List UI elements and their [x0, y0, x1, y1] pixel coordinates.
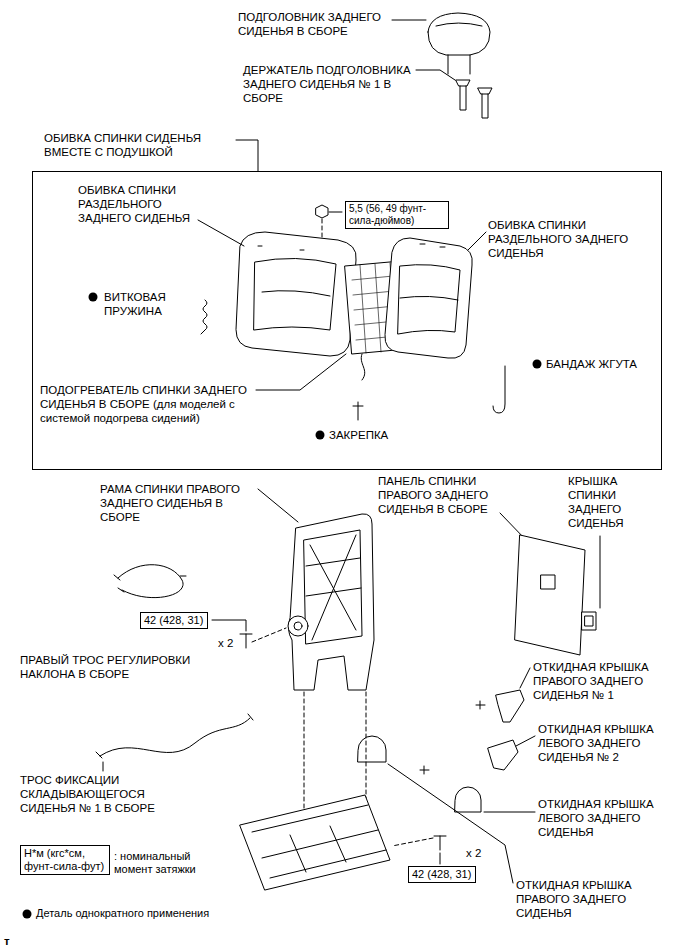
headrest-drawing	[428, 13, 490, 55]
torque-value: Н*м (кгс*см, фунт-сила-фут)	[24, 847, 106, 873]
screw-drawing	[476, 701, 485, 709]
part-name: ЗАКРЕПКА	[329, 428, 409, 442]
single-use-dot	[89, 293, 98, 302]
holder-drawing	[456, 80, 492, 118]
single-use-dot	[533, 360, 542, 369]
heater-wire	[361, 354, 365, 380]
seat-base-detail	[252, 805, 386, 878]
legend-text: : номинальный момент затяжки	[114, 850, 214, 876]
single-use-dot	[316, 431, 325, 440]
torque-box: 5,5 (56, 49 фунт-сила-дюймов)	[345, 201, 449, 229]
part-name: ПОДГОЛОВНИК ЗАДНЕГО СИДЕНЬЯ В СБОРЕ	[238, 10, 408, 38]
part-name: КРЫШКА СПИНКИ ЗАДНЕГО СИДЕНЬЯ	[568, 474, 643, 530]
back-panel-drawing	[515, 535, 585, 655]
part-name: ОБИВКА СПИНКИ РАЗДЕЛЬНОГО ЗАДНЕГО СИДЕНЬ…	[78, 183, 203, 225]
seatback-cover-pattern	[398, 244, 460, 334]
back-cover-drawing	[582, 612, 596, 630]
torque-value: 5,5 (56, 49 фунт-сила-дюймов)	[349, 203, 445, 227]
part-name: ПРАВЫЙ ТРОС РЕГУЛИРОВКИ НАКЛОНА В СБОРЕ	[20, 653, 210, 681]
hinge-cover-drawing	[496, 690, 524, 722]
lock-cable-drawing	[100, 718, 250, 756]
leader-line	[468, 232, 486, 250]
nut-drawing	[316, 205, 328, 218]
screw-drawing	[420, 766, 429, 774]
clip-drawing	[353, 402, 363, 420]
assembly-line	[252, 628, 286, 642]
seatback-cover-drawing	[236, 232, 356, 356]
single-use-dot	[23, 910, 32, 919]
leader-line	[258, 489, 298, 522]
leader-line	[212, 620, 246, 631]
cable-end	[96, 714, 253, 758]
part-name: ОТКИДНАЯ КРЫШКА ЛЕВОГО ЗАДНЕГО СИДЕНЬЯ №…	[538, 722, 673, 764]
leader-line	[416, 70, 455, 80]
seat-frame-detail	[304, 530, 362, 644]
assembly-line	[304, 692, 366, 812]
recliner-drawing	[288, 616, 308, 636]
torque-box: 42 (428, 31)	[140, 612, 208, 629]
spring-drawing	[201, 300, 207, 334]
leader-line	[520, 668, 530, 688]
harness-band-drawing	[493, 366, 505, 413]
seat-base-drawing	[240, 795, 390, 890]
leader-line	[600, 536, 601, 608]
seat-frame-drawing	[288, 514, 374, 690]
leader-line	[516, 736, 535, 746]
torque-value: 42 (428, 31)	[412, 868, 472, 881]
leader-line	[256, 354, 346, 390]
part-name: ОБИВКА СПИНКИ РАЗДЕЛЬНОГО ЗАДНЕГО СИДЕНЬ…	[488, 218, 653, 260]
part-name: ОТКИДНАЯ КРЫШКА ПРАВОГО ЗАДНЕГО СИДЕНЬЯ …	[533, 660, 668, 702]
part-name: ОТКИДНАЯ КРЫШКА ЛЕВОГО ЗАДНЕГО СИДЕНЬЯ	[538, 797, 673, 839]
torque-box: 42 (428, 31)	[408, 866, 476, 883]
headrest-stays	[436, 23, 482, 74]
part-name: РАМА СПИНКИ ПРАВОГО ЗАДНЕГО СИДЕНЬЯ В СБ…	[100, 482, 260, 524]
quantity-note: x 2	[466, 846, 481, 860]
leader-line	[388, 764, 513, 883]
seatback-cover-drawing	[385, 238, 472, 358]
hinge-cover-drawing	[358, 736, 386, 762]
part-name: ОТКИДНАЯ КРЫШКА ПРАВОГО ЗАДНЕГО СИДЕНЬЯ	[516, 878, 651, 920]
recliner-drawing	[294, 622, 302, 630]
leader-line	[329, 212, 342, 213]
page-mark: т	[4, 934, 10, 948]
leader-line	[440, 853, 441, 864]
bolt-drawing	[240, 634, 252, 648]
bolt-drawing	[434, 836, 446, 850]
leader-line	[392, 20, 426, 21]
part-name: БАНДАЖ ЖГУТА	[546, 357, 658, 371]
legend-torque-box: Н*м (кгс*см, фунт-сила-фут)	[20, 845, 110, 875]
part-name: ПАНЕЛЬ СПИНКИ ПРАВОГО ЗАДНЕГО СИДЕНЬЯ В …	[378, 474, 518, 516]
leader-line	[484, 812, 535, 813]
part-name: ТРОС ФИКСАЦИИ СКЛАДЫВАЮЩЕГОСЯ СИДЕНЬЯ № …	[20, 773, 180, 815]
leader-line	[198, 220, 244, 246]
recliner-cable-drawing	[118, 565, 183, 598]
part-name: ПОДОГРЕВАТЕЛЬ СПИНКИ ЗАДНЕГО СИДЕНЬЯ В С…	[40, 383, 275, 425]
assembly-line	[392, 838, 433, 846]
cable-end	[114, 575, 186, 592]
seatback-cover-pattern	[254, 246, 336, 330]
part-name: ВИТКОВАЯ ПРУЖИНА	[104, 290, 194, 318]
back-panel-slot	[541, 575, 555, 589]
leader-line	[103, 762, 104, 771]
part-name: ДЕРЖАТЕЛЬ ПОДГОЛОВНИКА ЗАДНЕГО СИДЕНЬЯ №…	[243, 63, 433, 105]
hinge-cover-drawing	[488, 740, 518, 770]
group-heading: ОБИВКА СПИНКИ СИДЕНЬЯ ВМЕСТЕ С ПОДУШКОЙ	[44, 131, 244, 159]
torque-value: 42 (428, 31)	[144, 614, 204, 627]
legend-text: Деталь однократного применения	[36, 907, 209, 920]
quantity-note: x 2	[218, 636, 233, 650]
leader-line	[236, 140, 258, 171]
hinge-cover-drawing	[455, 787, 481, 812]
